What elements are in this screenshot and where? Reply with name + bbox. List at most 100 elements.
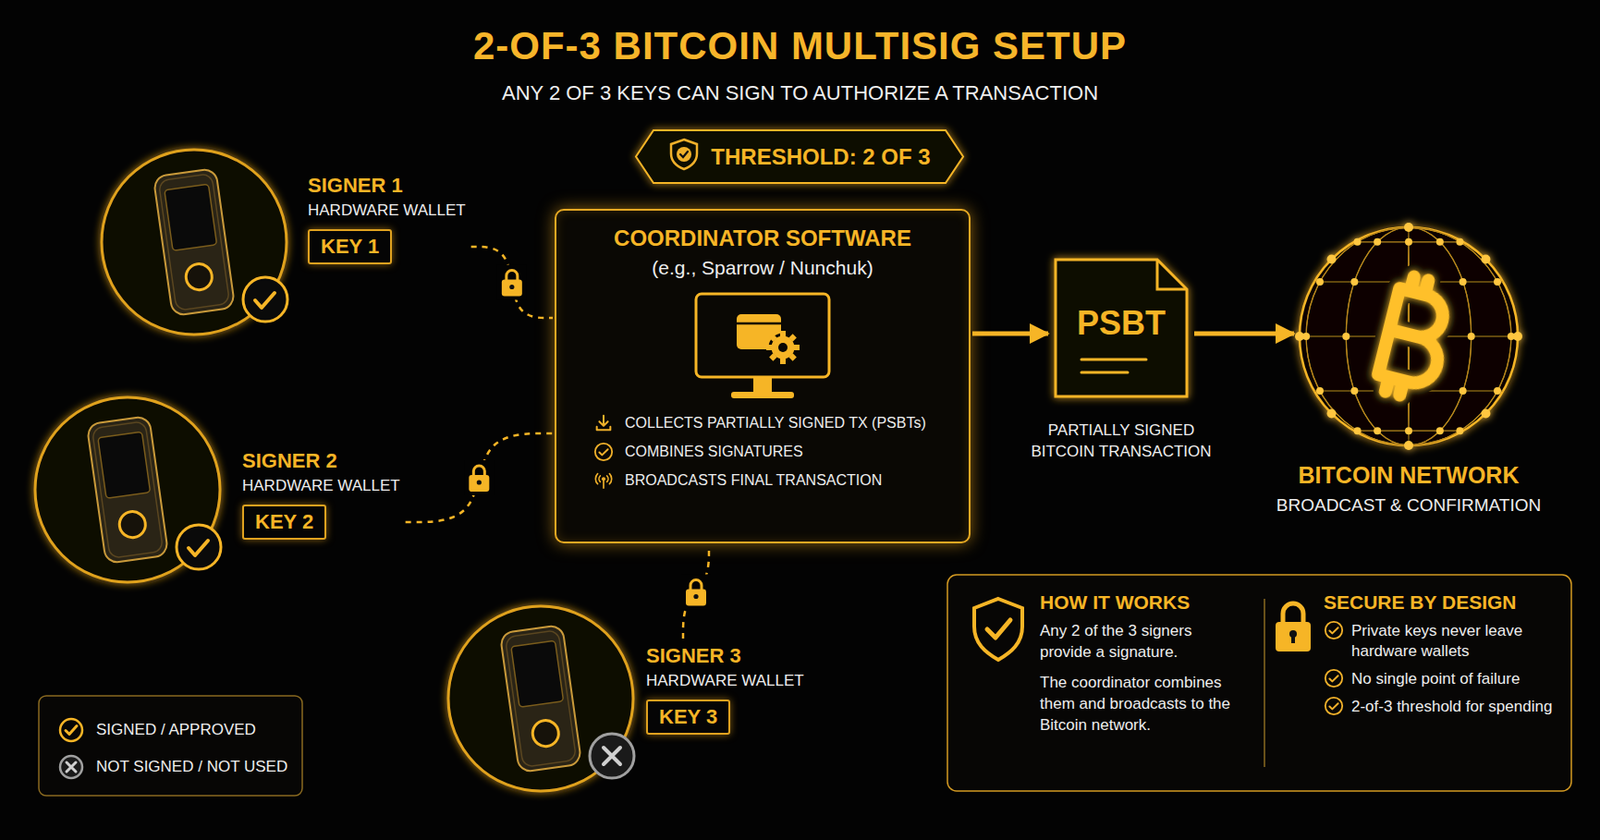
subtitle: ANY 2 OF 3 KEYS CAN SIGN TO AUTHORIZE A … (0, 81, 1600, 106)
legend-swatch (57, 753, 86, 782)
icon (593, 413, 614, 434)
diagram-title: 2-OF-3 BITCOIN MULTISIG SETUP (0, 24, 1600, 69)
text-row: HOW IT WORKS (1039, 591, 1246, 614)
info-panel (947, 574, 1572, 792)
flow-arrow (1194, 331, 1295, 337)
text-row: KEY 3 (659, 705, 718, 730)
signer-label: SIGNER 1 HARDWARE WALLET KEY 1 (307, 173, 466, 265)
broadcast-icon (593, 470, 614, 491)
text-row: SIGNER 1 (307, 173, 466, 198)
node-text: 2-of-3 threshold for spending (1351, 696, 1552, 718)
text-row: The coordinator combines them and broadc… (1039, 672, 1246, 737)
flow-arrow (972, 331, 1049, 337)
text-row: COMBINES SIGNATURES (593, 441, 949, 463)
text-row: (e.g., Sparrow / Nunchuk) (576, 256, 949, 280)
signer-ring (448, 606, 634, 792)
icon (593, 441, 614, 463)
signer-label: SIGNER 3 HARDWARE WALLET KEY 3 (646, 644, 805, 735)
node-heading: SIGNER 1 (307, 173, 404, 197)
text-row: Any 2 of the 3 signers provide a signatu… (1039, 621, 1246, 664)
node-text: HARDWARE WALLET (242, 476, 401, 495)
legend-text: SIGNED / APPROVED (96, 720, 257, 740)
monitor-holder (576, 290, 949, 405)
unsigned-badge (589, 733, 635, 779)
icon (1323, 668, 1344, 689)
lock-icon (681, 574, 711, 611)
node-heading: KEY 2 (255, 510, 314, 534)
node-heading: BITCOIN NETWORK (1298, 462, 1520, 489)
psbt-document: PSBTPARTIALLY SIGNED BITCOIN TRANSACTION (1053, 257, 1189, 399)
text-row: HARDWARE WALLET (242, 476, 401, 496)
text-row: KEY 1 (320, 234, 379, 259)
signed-badge (243, 277, 288, 322)
node-text: HARDWARE WALLET (646, 671, 805, 690)
dashed-connector (405, 433, 553, 523)
coordinator-box: COORDINATOR SOFTWARE (e.g., Sparrow / Nun… (554, 208, 971, 544)
text-row: COLLECTS PARTIALLY SIGNED TX (PSBTs) (593, 413, 949, 434)
node-text: The coordinator combines them and broadc… (1039, 673, 1231, 734)
node-heading: HOW IT WORKS (1039, 591, 1190, 613)
icon (1323, 696, 1344, 717)
download-icon (593, 413, 614, 434)
icon (593, 470, 614, 491)
check-icon (593, 441, 614, 463)
node-heading: THRESHOLD: 2 OF 3 (710, 144, 930, 171)
text-row: No single point of failure (1323, 669, 1560, 690)
node-text: BROADCASTS FINAL TRANSACTION (624, 472, 882, 489)
lock-icon (464, 460, 494, 496)
lock-icon (497, 265, 527, 301)
text-row: COORDINATOR SOFTWARE (576, 225, 949, 252)
hardware-wallet-device (86, 415, 169, 564)
hardware-wallet-device (153, 168, 235, 317)
node-heading: SECURE BY DESIGN (1323, 591, 1517, 613)
signer-ring (35, 397, 220, 583)
node-heading: KEY 3 (659, 705, 718, 729)
text-row: BITCOIN NETWORK (1251, 462, 1566, 489)
key-box: KEY 3 (646, 699, 731, 735)
text-row: SIGNER 2 (242, 449, 401, 474)
node-heading: KEY 1 (320, 234, 379, 258)
legend-row: NOT SIGNED / NOT USED (57, 748, 288, 786)
dashed-connector (471, 246, 553, 318)
node-heading: SIGNER 2 (242, 449, 338, 473)
signer-illustration (35, 397, 221, 583)
text-row: Private keys never leave hardware wallet… (1323, 621, 1560, 662)
key-box: KEY 2 (242, 504, 327, 540)
check-icon (1323, 696, 1344, 717)
node-text: COMBINES SIGNATURES (624, 443, 804, 461)
signed-badge (176, 525, 221, 570)
dashed-connector (683, 545, 709, 639)
legend-box (38, 696, 303, 796)
node-text: COLLECTS PARTIALLY SIGNED TX (PSBTs) (624, 415, 927, 432)
signer-illustration (448, 606, 635, 792)
shield-icon (668, 137, 700, 171)
signer-illustration (101, 149, 288, 335)
node-text: PARTIALLY SIGNED BITCOIN TRANSACTION (1030, 421, 1211, 461)
monitor-icon (688, 290, 837, 405)
icon (1323, 620, 1344, 641)
text-row: 2-of-3 threshold for spending (1323, 696, 1560, 718)
panel-divider (1263, 598, 1266, 768)
node-heading: PSBT (1076, 304, 1166, 342)
threshold-badge: THRESHOLD: 2 OF 3 (635, 129, 965, 184)
node-text: Private keys never leave hardware wallet… (1351, 621, 1560, 662)
text-row: PARTIALLY SIGNED BITCOIN TRANSACTION (1014, 420, 1228, 464)
node-text: HARDWARE WALLET (307, 201, 466, 220)
info-column: HOW IT WORKS Any 2 of the 3 signers provi… (1039, 591, 1246, 746)
legend-row: SIGNED / APPROVED (57, 711, 288, 749)
signer-ring (101, 149, 287, 335)
legend: SIGNED / APPROVED NOT SIGNED / NOT USED (57, 711, 288, 786)
text-row: THRESHOLD: 2 OF 3 (668, 137, 930, 177)
text-row: SECURE BY DESIGN (1323, 591, 1560, 614)
node-text: BROADCAST & CONFIRMATION (1276, 495, 1541, 515)
signer-label: SIGNER 2 HARDWARE WALLET KEY 2 (242, 449, 401, 540)
node-heading: SIGNER 3 (646, 644, 742, 668)
text-row: PSBT (1053, 257, 1189, 343)
globe-illustration (1297, 225, 1520, 448)
check-icon (1323, 668, 1344, 689)
check-icon (1323, 620, 1344, 641)
text-row: KEY 2 (255, 510, 314, 535)
node-text: No single point of failure (1351, 669, 1520, 690)
key-box: KEY 1 (307, 229, 392, 265)
